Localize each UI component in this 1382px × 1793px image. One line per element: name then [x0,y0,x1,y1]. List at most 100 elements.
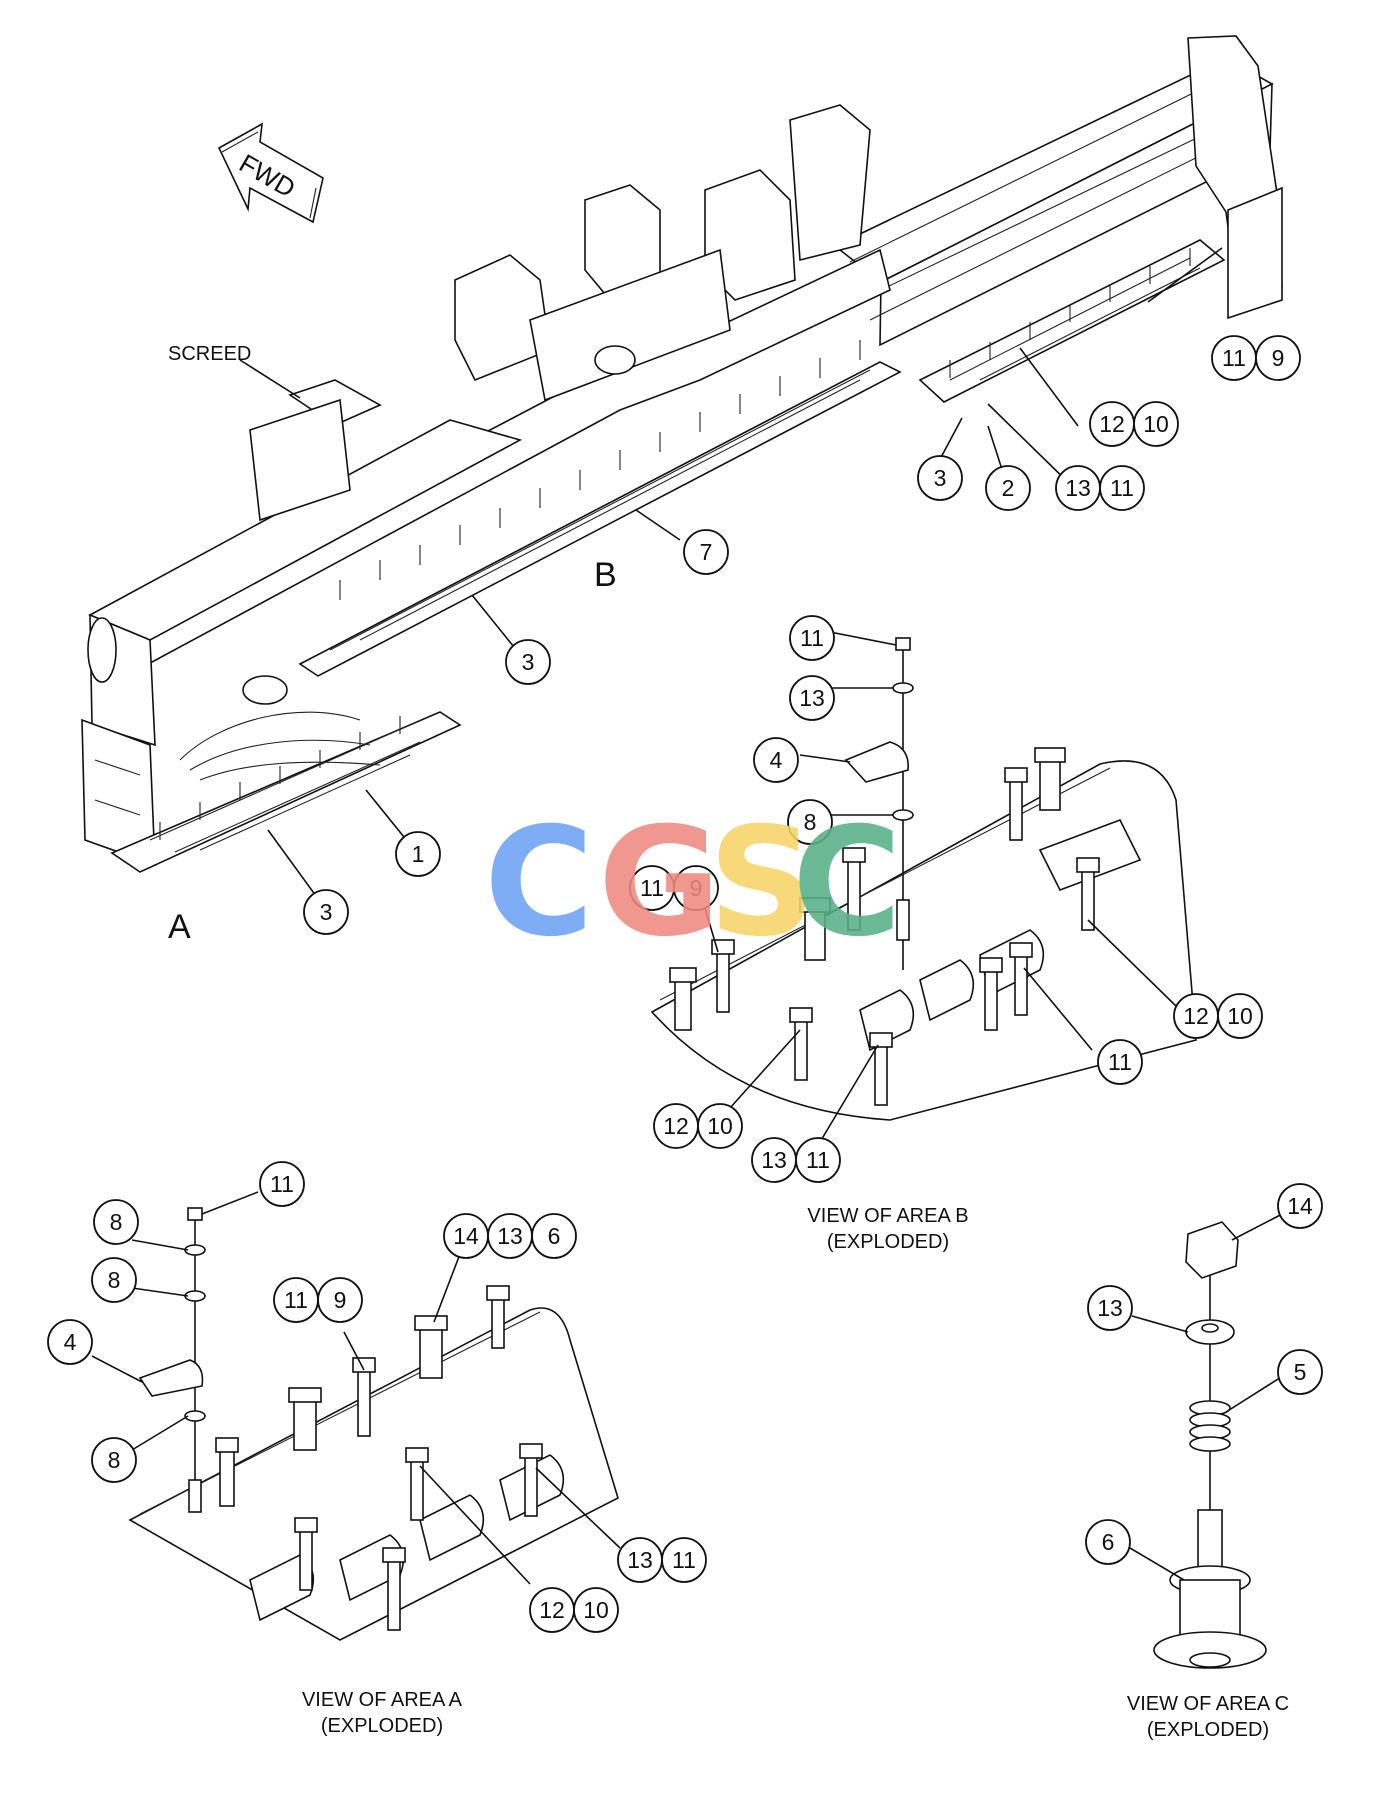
main-bolts [159,248,1191,840]
watermark-letter-1: C [484,796,594,970]
callout-circle [531,1213,577,1259]
callout-number: 11 [640,875,664,901]
callout-circle [505,639,551,685]
callout-area-b-9: 13 11 [751,1137,841,1183]
callout-number: 3 [522,649,535,675]
callout-number: 11 [806,1147,830,1173]
callout-area-b-3: 4 [753,737,799,783]
callout-number: 12 [539,1597,565,1623]
callout-area-b-1: 11 [789,615,835,661]
area-b-view [650,631,1197,1143]
callout-number: 9 [690,875,703,901]
main-screed-view: SCREED A B C [81,35,1283,946]
callout-area-c-3: 5 [1277,1349,1323,1395]
callout-area-c-4: 6 [1085,1519,1131,1565]
callout-area-a-1: 11 [259,1161,305,1207]
callout-number: 13 [497,1223,523,1249]
area-c-view [1129,1211,1287,1669]
fwd-arrow: FWD [217,122,324,224]
callout-number: 9 [334,1287,347,1313]
callout-number: 5 [1294,1359,1307,1385]
callout-area-c-1: 14 [1277,1183,1323,1229]
callout-number: 9 [1272,345,1285,371]
callout-circle [93,1199,139,1245]
callout-circle [1097,1039,1143,1085]
callout-circle [47,1319,93,1365]
callout-number: 6 [548,1223,561,1249]
callout-number: 14 [453,1223,479,1249]
callout-main-9: 3 [303,889,349,935]
callout-area-a-6: 14 13 6 [443,1213,577,1259]
callout-number: 11 [1108,1049,1132,1075]
callout-number: 2 [1002,475,1015,501]
callout-area-a-5: 8 [91,1437,137,1483]
callout-circle [697,1103,743,1149]
callout-number: 7 [700,539,713,565]
callout-number: 1 [412,841,425,867]
callout-number: 12 [1099,411,1125,437]
callout-main-6: 7 [683,529,729,575]
callout-circle [573,1587,619,1633]
area-b-studs [669,747,1100,1106]
callout-circle [1255,335,1301,381]
callout-circle [1217,993,1263,1039]
callout-number: 3 [934,465,947,491]
callout-circle [789,615,835,661]
callout-circle [1277,1183,1323,1229]
callout-number: 11 [800,625,824,651]
callout-circle [303,889,349,935]
callout-area-a-4: 4 [47,1319,93,1365]
callout-circle [789,675,835,721]
watermark-letter-2: G [598,796,721,970]
callout-area-a-9: 12 10 [529,1587,619,1633]
callout-area-b-5: 11 9 [629,865,719,911]
callout-number: 4 [64,1329,77,1355]
area-a-studs [215,1285,543,1631]
area-b-label: B [594,556,617,594]
area-b-caption-line1: VIEW OF AREA B [807,1205,968,1227]
callout-number: 11 [1110,475,1134,501]
callout-area-a-3: 8 [91,1257,137,1303]
callout-circle [753,737,799,783]
area-c-caption-line1: VIEW OF AREA C [1127,1693,1289,1715]
callout-number: 10 [1143,411,1169,437]
watermark: C G S C [484,796,902,970]
callout-circle [1133,401,1179,447]
area-a-view [91,1191,621,1641]
callout-circle [1099,465,1145,511]
callout-circle [259,1161,305,1207]
callout-number: 10 [1227,1003,1253,1029]
callout-number: 13 [761,1147,787,1173]
callout-number: 13 [799,685,825,711]
callout-main-5: 2 [985,465,1031,511]
area-b-caption-line2: (EXPLODED) [827,1231,949,1253]
callout-area-b-7: 11 [1097,1039,1143,1085]
callout-circle [395,831,441,877]
callout-circle [673,865,719,911]
watermark-letter-4: C [792,796,902,970]
callout-area-c-2: 13 [1087,1285,1133,1331]
callout-number: 13 [1097,1295,1123,1321]
callout-number: 8 [804,809,817,835]
callout-number: 10 [583,1597,609,1623]
callout-number: 6 [1102,1529,1115,1555]
callout-circle [661,1537,707,1583]
watermark-letter-3: S [708,796,816,970]
callout-number: 12 [1183,1003,1209,1029]
callout-circle [1085,1519,1131,1565]
callout-number: 4 [770,747,783,773]
screed-label: SCREED [168,343,251,365]
area-a-label: A [168,908,191,946]
callout-circle [317,1277,363,1323]
callout-circle [1087,1285,1133,1331]
callout-circle [795,1137,841,1183]
area-c-caption-line2: (EXPLODED) [1147,1719,1269,1741]
callout-main-8: 1 [395,831,441,877]
callout-number: 3 [320,899,333,925]
